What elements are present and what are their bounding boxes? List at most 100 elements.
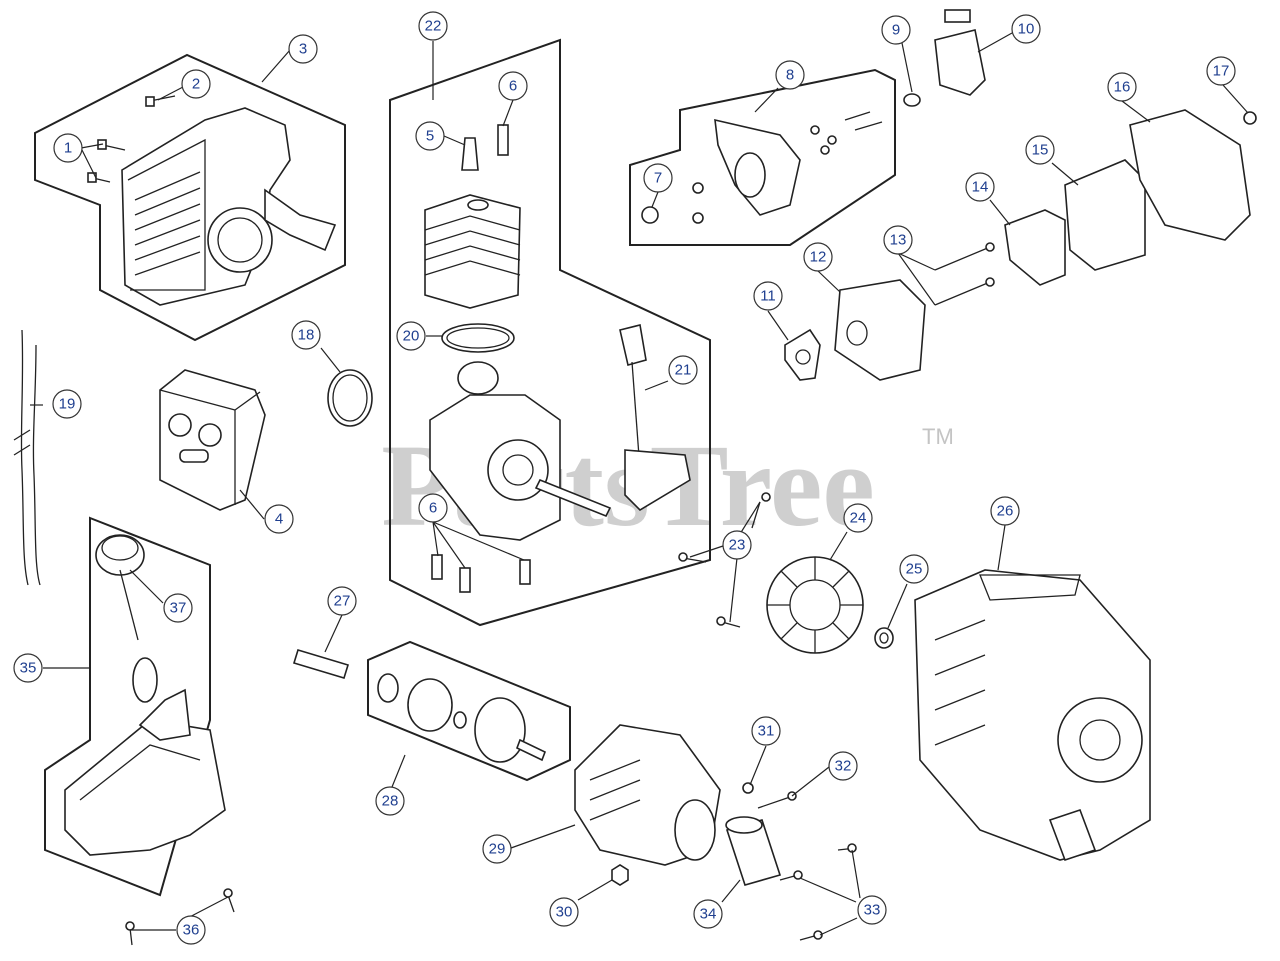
callout-33: 33	[857, 895, 887, 925]
callout-22: 22	[418, 11, 448, 41]
callout-25: 25	[899, 554, 929, 584]
group-outline-clutch	[367, 640, 571, 782]
callout-10: 10	[1011, 14, 1041, 44]
callout-8: 8	[775, 60, 805, 90]
callout-18: 18	[291, 320, 321, 350]
callout-3: 3	[288, 34, 318, 64]
callout-label: 36	[183, 922, 200, 939]
callout-label: 9	[892, 22, 900, 39]
callout-17: 17	[1206, 56, 1236, 86]
recoil-starter-part	[914, 569, 1151, 862]
callout-11: 11	[753, 281, 783, 311]
callout-label: 37	[170, 600, 187, 617]
spark-plug-part	[461, 124, 509, 171]
callout-label: 21	[675, 362, 692, 379]
callout-label: 24	[850, 510, 867, 527]
callout-label: 6	[429, 500, 437, 517]
group-outline-engine	[389, 38, 711, 627]
callout-label: 25	[906, 561, 923, 578]
carb-bracket-part	[641, 111, 883, 224]
group-outline-fuel-tank	[44, 516, 211, 897]
callout-label: 12	[810, 249, 827, 266]
filter-cover-16	[1129, 109, 1251, 241]
callout-32: 32	[828, 751, 858, 781]
cover-knob-17	[1243, 111, 1257, 125]
callout-label: 34	[700, 906, 717, 923]
flywheel-part	[766, 556, 864, 654]
callout-label: 26	[997, 503, 1014, 520]
callout-26: 26	[990, 496, 1020, 526]
sleeve-34	[725, 816, 782, 886]
callout-label: 23	[729, 537, 746, 554]
clutch-housing-part	[574, 724, 721, 866]
callout-label: 16	[1114, 79, 1131, 96]
fuel-cap-part	[95, 534, 158, 703]
callout-label: 20	[403, 328, 420, 345]
callout-6-bottom: 6	[418, 493, 448, 523]
callout-label: 17	[1213, 63, 1230, 80]
callout-37: 37	[163, 593, 193, 623]
callout-9: 9	[881, 15, 911, 45]
callout-label: 18	[298, 327, 315, 344]
watermark-trademark: TM	[922, 424, 954, 449]
callout-label: 7	[654, 170, 662, 187]
callout-28: 28	[375, 786, 405, 816]
screw-32	[757, 791, 797, 809]
callout-6-top: 6	[498, 71, 528, 101]
washer-25	[874, 627, 894, 649]
filter-housing-12	[834, 279, 926, 381]
clutch-part	[377, 673, 547, 763]
leader-lines	[30, 32, 1249, 936]
long-screws-13	[934, 242, 995, 306]
callout-15: 15	[1025, 135, 1055, 165]
callout-34: 34	[693, 899, 723, 929]
callout-label: 29	[489, 841, 506, 858]
callout-23: 23	[722, 530, 752, 560]
group-outline-shroud	[34, 53, 346, 342]
callout-label: 2	[192, 76, 200, 93]
air-filter-15	[1064, 159, 1146, 271]
screws-23	[678, 492, 771, 628]
callout-label: 30	[556, 904, 573, 921]
callout-label: 3	[299, 41, 307, 58]
callout-5: 5	[415, 121, 445, 151]
carburetor-part	[903, 9, 986, 107]
callout-20: 20	[396, 321, 426, 351]
callout-4: 4	[264, 504, 294, 534]
callout-label: 1	[64, 140, 72, 157]
callout-35: 35	[13, 653, 43, 683]
callout-label: 10	[1018, 21, 1035, 38]
callout-label: 22	[425, 18, 442, 35]
callout-label: 27	[334, 593, 351, 610]
callout-label: 19	[59, 396, 76, 413]
engine-screws-6	[431, 554, 531, 593]
callout-label: 31	[758, 723, 775, 740]
nut-30	[611, 864, 629, 886]
callout-7: 7	[643, 163, 673, 193]
fuel-tank-part	[64, 688, 226, 856]
callout-31: 31	[751, 716, 781, 746]
callout-29: 29	[482, 834, 512, 864]
callout-19: 19	[52, 389, 82, 419]
o-ring-18	[327, 369, 373, 427]
cylinder-part	[424, 194, 521, 309]
callout-13: 13	[883, 225, 913, 255]
filter-plate-14	[1004, 209, 1066, 286]
callout-27: 27	[327, 586, 357, 616]
callout-label: 11	[760, 288, 776, 305]
callout-label: 8	[786, 67, 794, 84]
pin-27	[292, 649, 350, 679]
callout-30: 30	[549, 897, 579, 927]
callout-2: 2	[181, 69, 211, 99]
o-ring-20	[441, 323, 515, 353]
air-filter-base-part	[159, 369, 266, 511]
callout-1: 1	[53, 133, 83, 163]
callout-16: 16	[1107, 72, 1137, 102]
throttle-rod-part	[619, 324, 691, 512]
callout-label: 15	[1032, 142, 1049, 159]
ignition-wire-part	[13, 329, 41, 586]
screw-31	[742, 782, 754, 794]
callout-label: 35	[20, 660, 37, 677]
shroud-part	[121, 107, 337, 306]
